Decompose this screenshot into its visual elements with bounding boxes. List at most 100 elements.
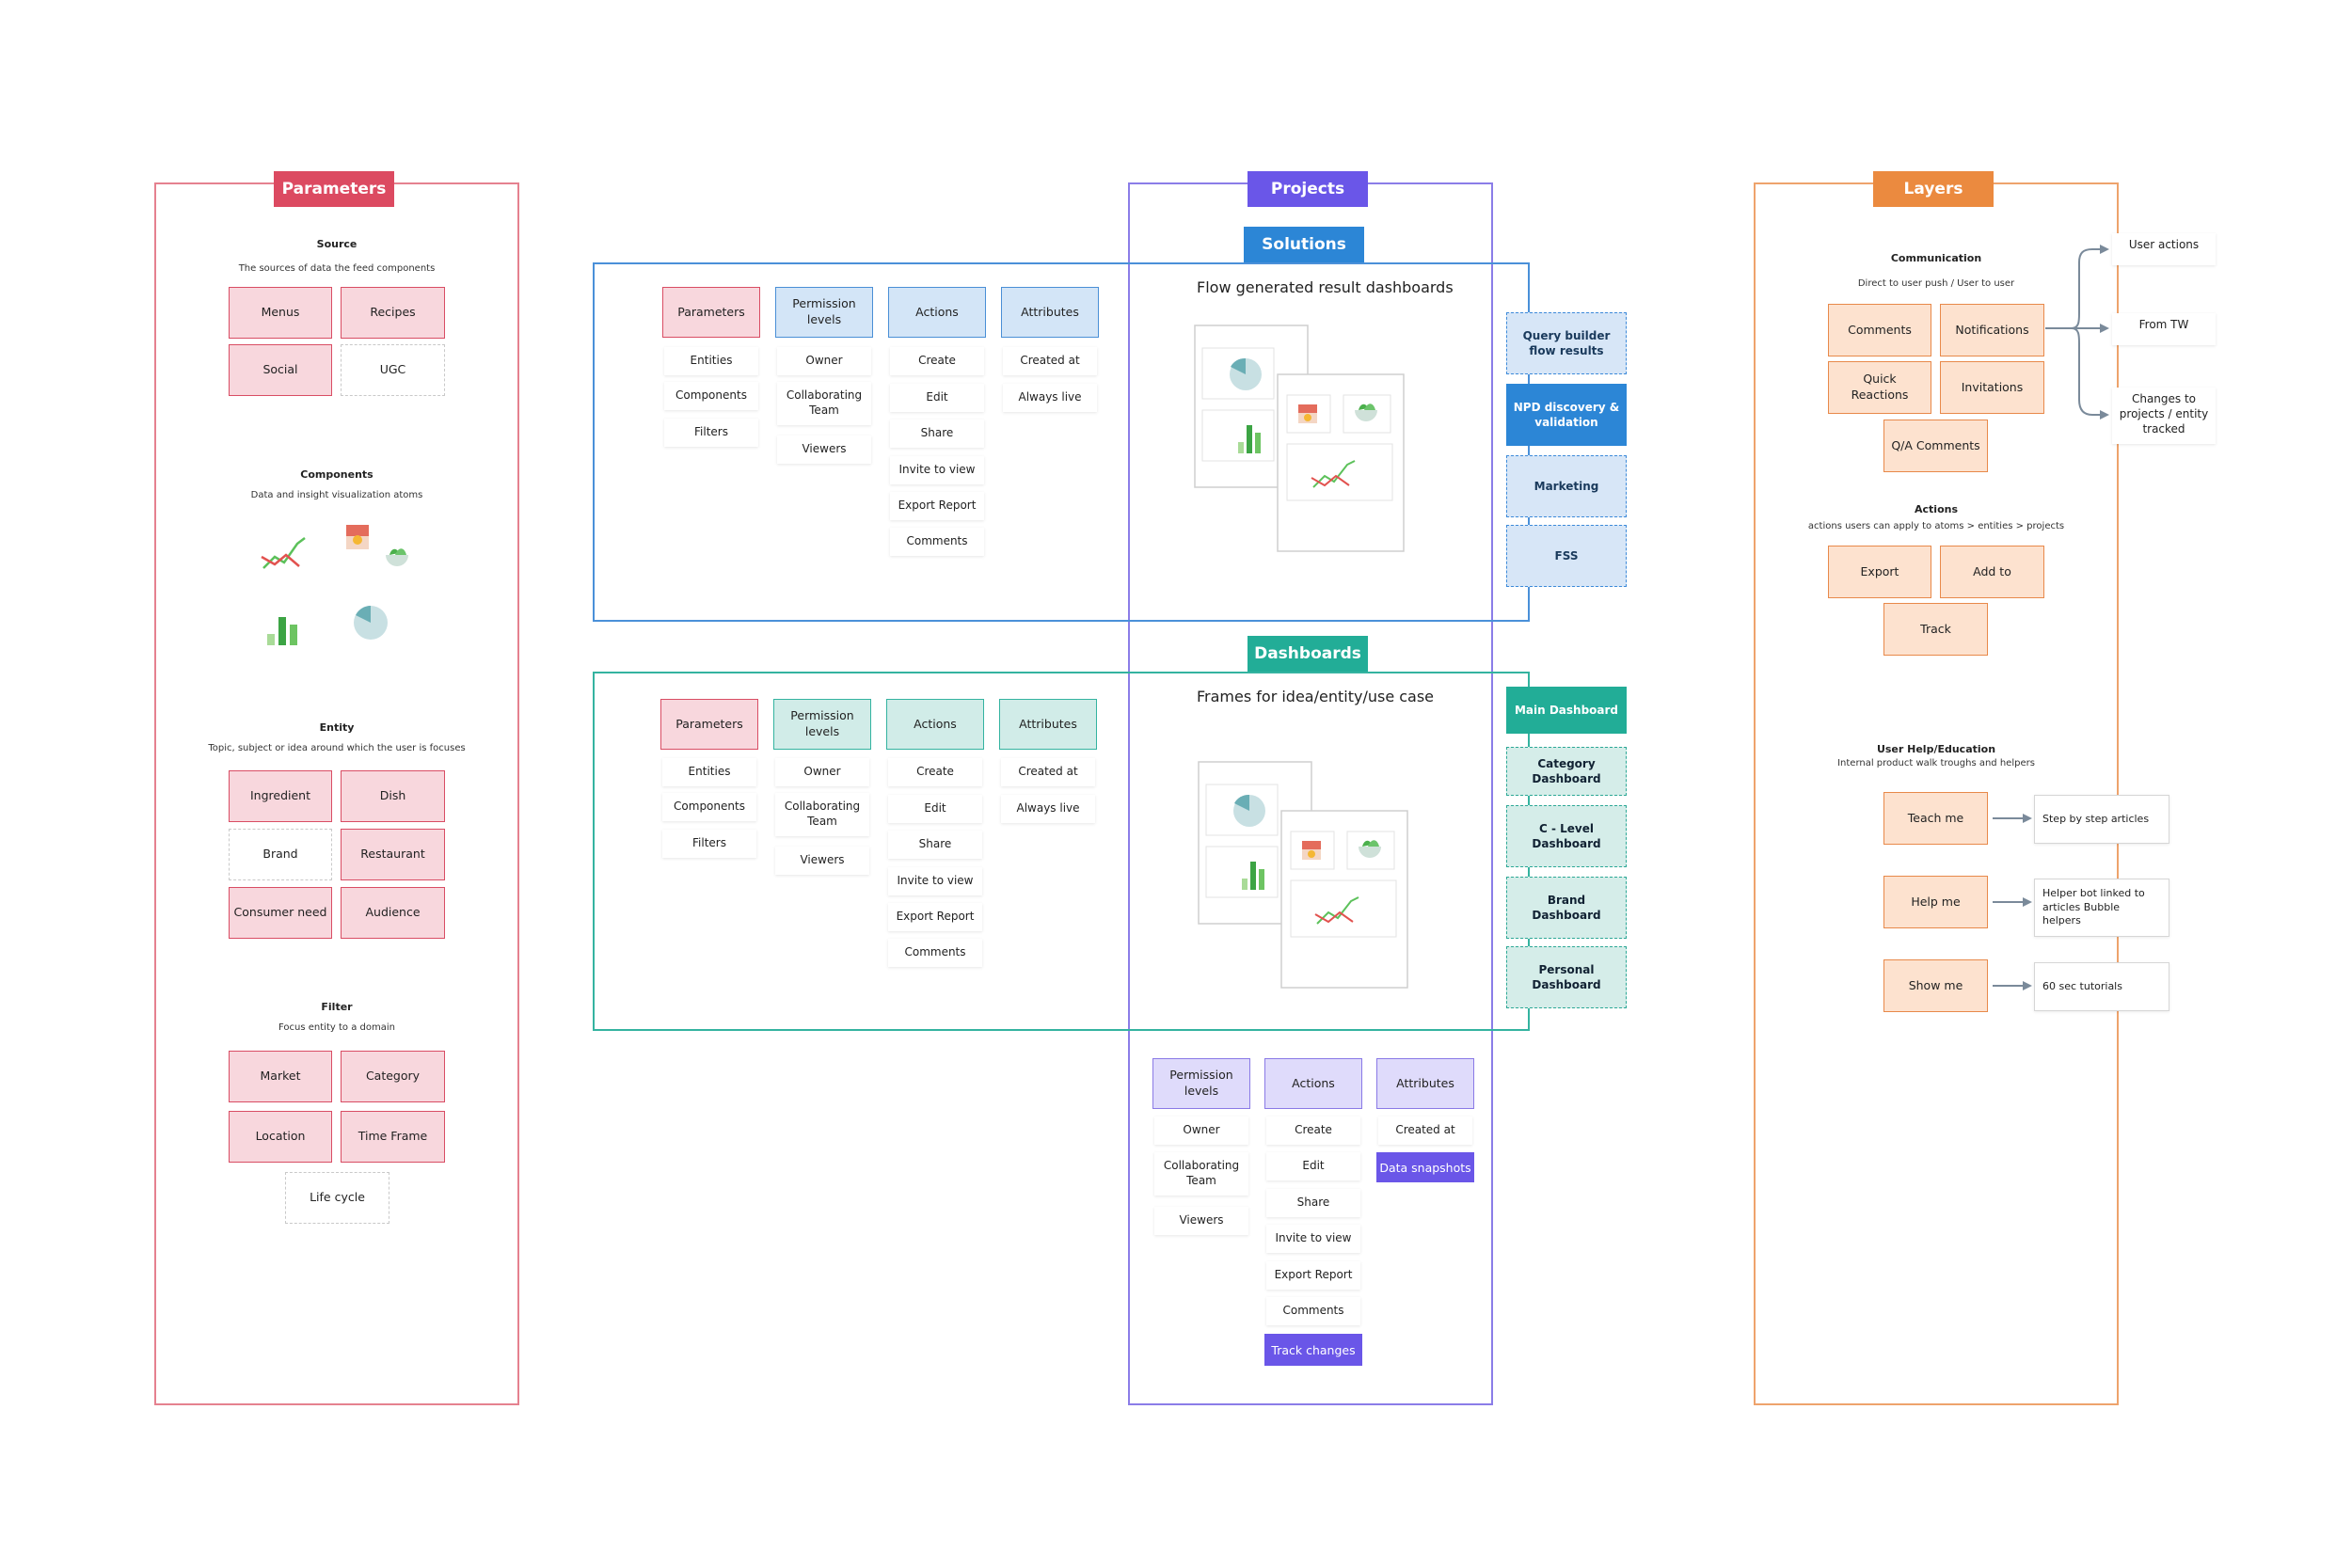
- entity-item-consumer-need[interactable]: Consumer need: [229, 887, 332, 939]
- entity-item-restaurant[interactable]: Restaurant: [341, 829, 445, 880]
- help-arrow-show: [1993, 981, 2032, 990]
- sol-owner[interactable]: Owner: [777, 347, 871, 375]
- parameters-header[interactable]: Parameters: [274, 171, 394, 207]
- entity-item-dish[interactable]: Dish: [341, 770, 445, 822]
- filter-item-category[interactable]: Category: [341, 1051, 445, 1102]
- sol-viewers[interactable]: Viewers: [777, 436, 871, 464]
- dash-col-parameters[interactable]: Parameters: [660, 699, 758, 750]
- sol-col-permission[interactable]: Permission levels: [775, 287, 873, 338]
- sol-created-at[interactable]: Created at: [1003, 347, 1097, 375]
- proj-export[interactable]: Export Report: [1266, 1261, 1360, 1290]
- dash-entities[interactable]: Entities: [662, 758, 756, 786]
- sol-share[interactable]: Share: [890, 420, 984, 448]
- dash-filters[interactable]: Filters: [662, 830, 756, 858]
- proj-data-snapshots[interactable]: Data snapshots: [1376, 1152, 1474, 1182]
- components-subtitle: Data and insight visualization atoms: [250, 490, 423, 500]
- proj-share[interactable]: Share: [1266, 1189, 1360, 1217]
- dash-always-live[interactable]: Always live: [1001, 795, 1095, 823]
- comm-item-quick-reactions[interactable]: Quick Reactions: [1828, 361, 1931, 414]
- comm-target-changes-tracked: Changes to projects / entity tracked: [2112, 388, 2216, 444]
- proj-col-permission[interactable]: Permission levels: [1152, 1058, 1250, 1109]
- proj-viewers[interactable]: Viewers: [1154, 1207, 1248, 1235]
- sol-side-fss[interactable]: FSS: [1506, 525, 1627, 587]
- dashboards-header[interactable]: Dashboards: [1248, 636, 1368, 672]
- bar-chart-icon: [267, 617, 297, 645]
- proj-owner[interactable]: Owner: [1154, 1117, 1248, 1145]
- sol-side-marketing[interactable]: Marketing: [1506, 455, 1627, 517]
- sol-invite[interactable]: Invite to view: [890, 456, 984, 484]
- help-detail-teach: Step by step articles: [2034, 795, 2169, 844]
- dash-collab-team[interactable]: Collaborating Team: [775, 793, 869, 836]
- help-title: User Help/Education: [1876, 743, 1996, 755]
- sol-collab-team[interactable]: Collaborating Team: [777, 382, 871, 425]
- dash-export[interactable]: Export Report: [888, 903, 982, 931]
- comm-item-comments[interactable]: Comments: [1828, 304, 1931, 356]
- proj-invite[interactable]: Invite to view: [1266, 1225, 1360, 1253]
- dash-side-category[interactable]: Category Dashboard: [1506, 747, 1627, 796]
- sol-col-parameters[interactable]: Parameters: [662, 287, 760, 338]
- dash-col-attributes[interactable]: Attributes: [999, 699, 1097, 750]
- dash-owner[interactable]: Owner: [775, 758, 869, 786]
- dash-side-brand[interactable]: Brand Dashboard: [1506, 877, 1627, 939]
- source-item-social[interactable]: Social: [229, 344, 332, 396]
- proj-edit[interactable]: Edit: [1266, 1152, 1360, 1180]
- projects-header[interactable]: Projects: [1248, 171, 1368, 207]
- comm-item-invitations[interactable]: Invitations: [1940, 361, 2044, 414]
- entity-item-audience[interactable]: Audience: [341, 887, 445, 939]
- help-show-me[interactable]: Show me: [1883, 959, 1988, 1012]
- layer-action-export[interactable]: Export: [1828, 546, 1931, 598]
- dash-side-main[interactable]: Main Dashboard: [1506, 687, 1627, 734]
- sol-filters[interactable]: Filters: [664, 419, 758, 447]
- dash-viewers[interactable]: Viewers: [775, 847, 869, 875]
- dash-invite[interactable]: Invite to view: [888, 867, 982, 895]
- filter-item-market[interactable]: Market: [229, 1051, 332, 1102]
- help-help-me[interactable]: Help me: [1883, 876, 1988, 928]
- proj-create[interactable]: Create: [1266, 1117, 1360, 1145]
- comm-item-qa-comments[interactable]: Q/A Comments: [1883, 420, 1988, 472]
- dash-col-actions[interactable]: Actions: [886, 699, 984, 750]
- dash-edit[interactable]: Edit: [888, 795, 982, 823]
- sol-create[interactable]: Create: [890, 347, 984, 375]
- filter-item-location[interactable]: Location: [229, 1111, 332, 1163]
- source-item-menus[interactable]: Menus: [229, 287, 332, 339]
- dash-create[interactable]: Create: [888, 758, 982, 786]
- solutions-header[interactable]: Solutions: [1244, 227, 1364, 262]
- sol-always-live[interactable]: Always live: [1003, 384, 1097, 412]
- sol-entities[interactable]: Entities: [664, 347, 758, 375]
- dash-created-at[interactable]: Created at: [1001, 758, 1095, 786]
- dash-comments[interactable]: Comments: [888, 939, 982, 967]
- sol-components[interactable]: Components: [664, 382, 758, 410]
- pie-chart-icon: [354, 606, 388, 640]
- entity-item-ingredient[interactable]: Ingredient: [229, 770, 332, 822]
- dash-components[interactable]: Components: [662, 793, 756, 821]
- source-item-recipes[interactable]: Recipes: [341, 287, 445, 339]
- proj-collab-team[interactable]: Collaborating Team: [1154, 1152, 1248, 1196]
- sol-edit[interactable]: Edit: [890, 384, 984, 412]
- layer-action-add-to[interactable]: Add to: [1940, 546, 2044, 598]
- layer-action-track[interactable]: Track: [1883, 603, 1988, 656]
- sol-side-query-builder[interactable]: Query builder flow results: [1506, 312, 1627, 374]
- dash-side-personal[interactable]: Personal Dashboard: [1506, 946, 1627, 1008]
- filter-item-life-cycle[interactable]: Life cycle: [285, 1172, 389, 1224]
- help-teach-me[interactable]: Teach me: [1883, 792, 1988, 845]
- proj-col-actions[interactable]: Actions: [1264, 1058, 1362, 1109]
- source-item-ugc[interactable]: UGC: [341, 344, 445, 396]
- image-icon: [346, 525, 369, 549]
- sol-export[interactable]: Export Report: [890, 492, 984, 520]
- dash-col-permission[interactable]: Permission levels: [773, 699, 871, 750]
- filter-item-time-frame[interactable]: Time Frame: [341, 1111, 445, 1163]
- sol-col-attributes[interactable]: Attributes: [1001, 287, 1099, 338]
- sol-comments[interactable]: Comments: [890, 528, 984, 556]
- proj-col-attributes[interactable]: Attributes: [1376, 1058, 1474, 1109]
- solutions-dashboard-illustration: [1194, 325, 1405, 552]
- comm-item-notifications[interactable]: Notifications: [1940, 304, 2044, 356]
- proj-comments[interactable]: Comments: [1266, 1297, 1360, 1325]
- sol-side-npd[interactable]: NPD discovery & validation: [1506, 384, 1627, 446]
- sol-col-actions[interactable]: Actions: [888, 287, 986, 338]
- layers-header[interactable]: Layers: [1873, 171, 1994, 207]
- proj-created-at[interactable]: Created at: [1378, 1117, 1472, 1145]
- entity-item-brand[interactable]: Brand: [229, 829, 332, 880]
- dash-share[interactable]: Share: [888, 831, 982, 859]
- dash-side-c-level[interactable]: C - Level Dashboard: [1506, 805, 1627, 867]
- proj-track-changes[interactable]: Track changes: [1264, 1334, 1362, 1366]
